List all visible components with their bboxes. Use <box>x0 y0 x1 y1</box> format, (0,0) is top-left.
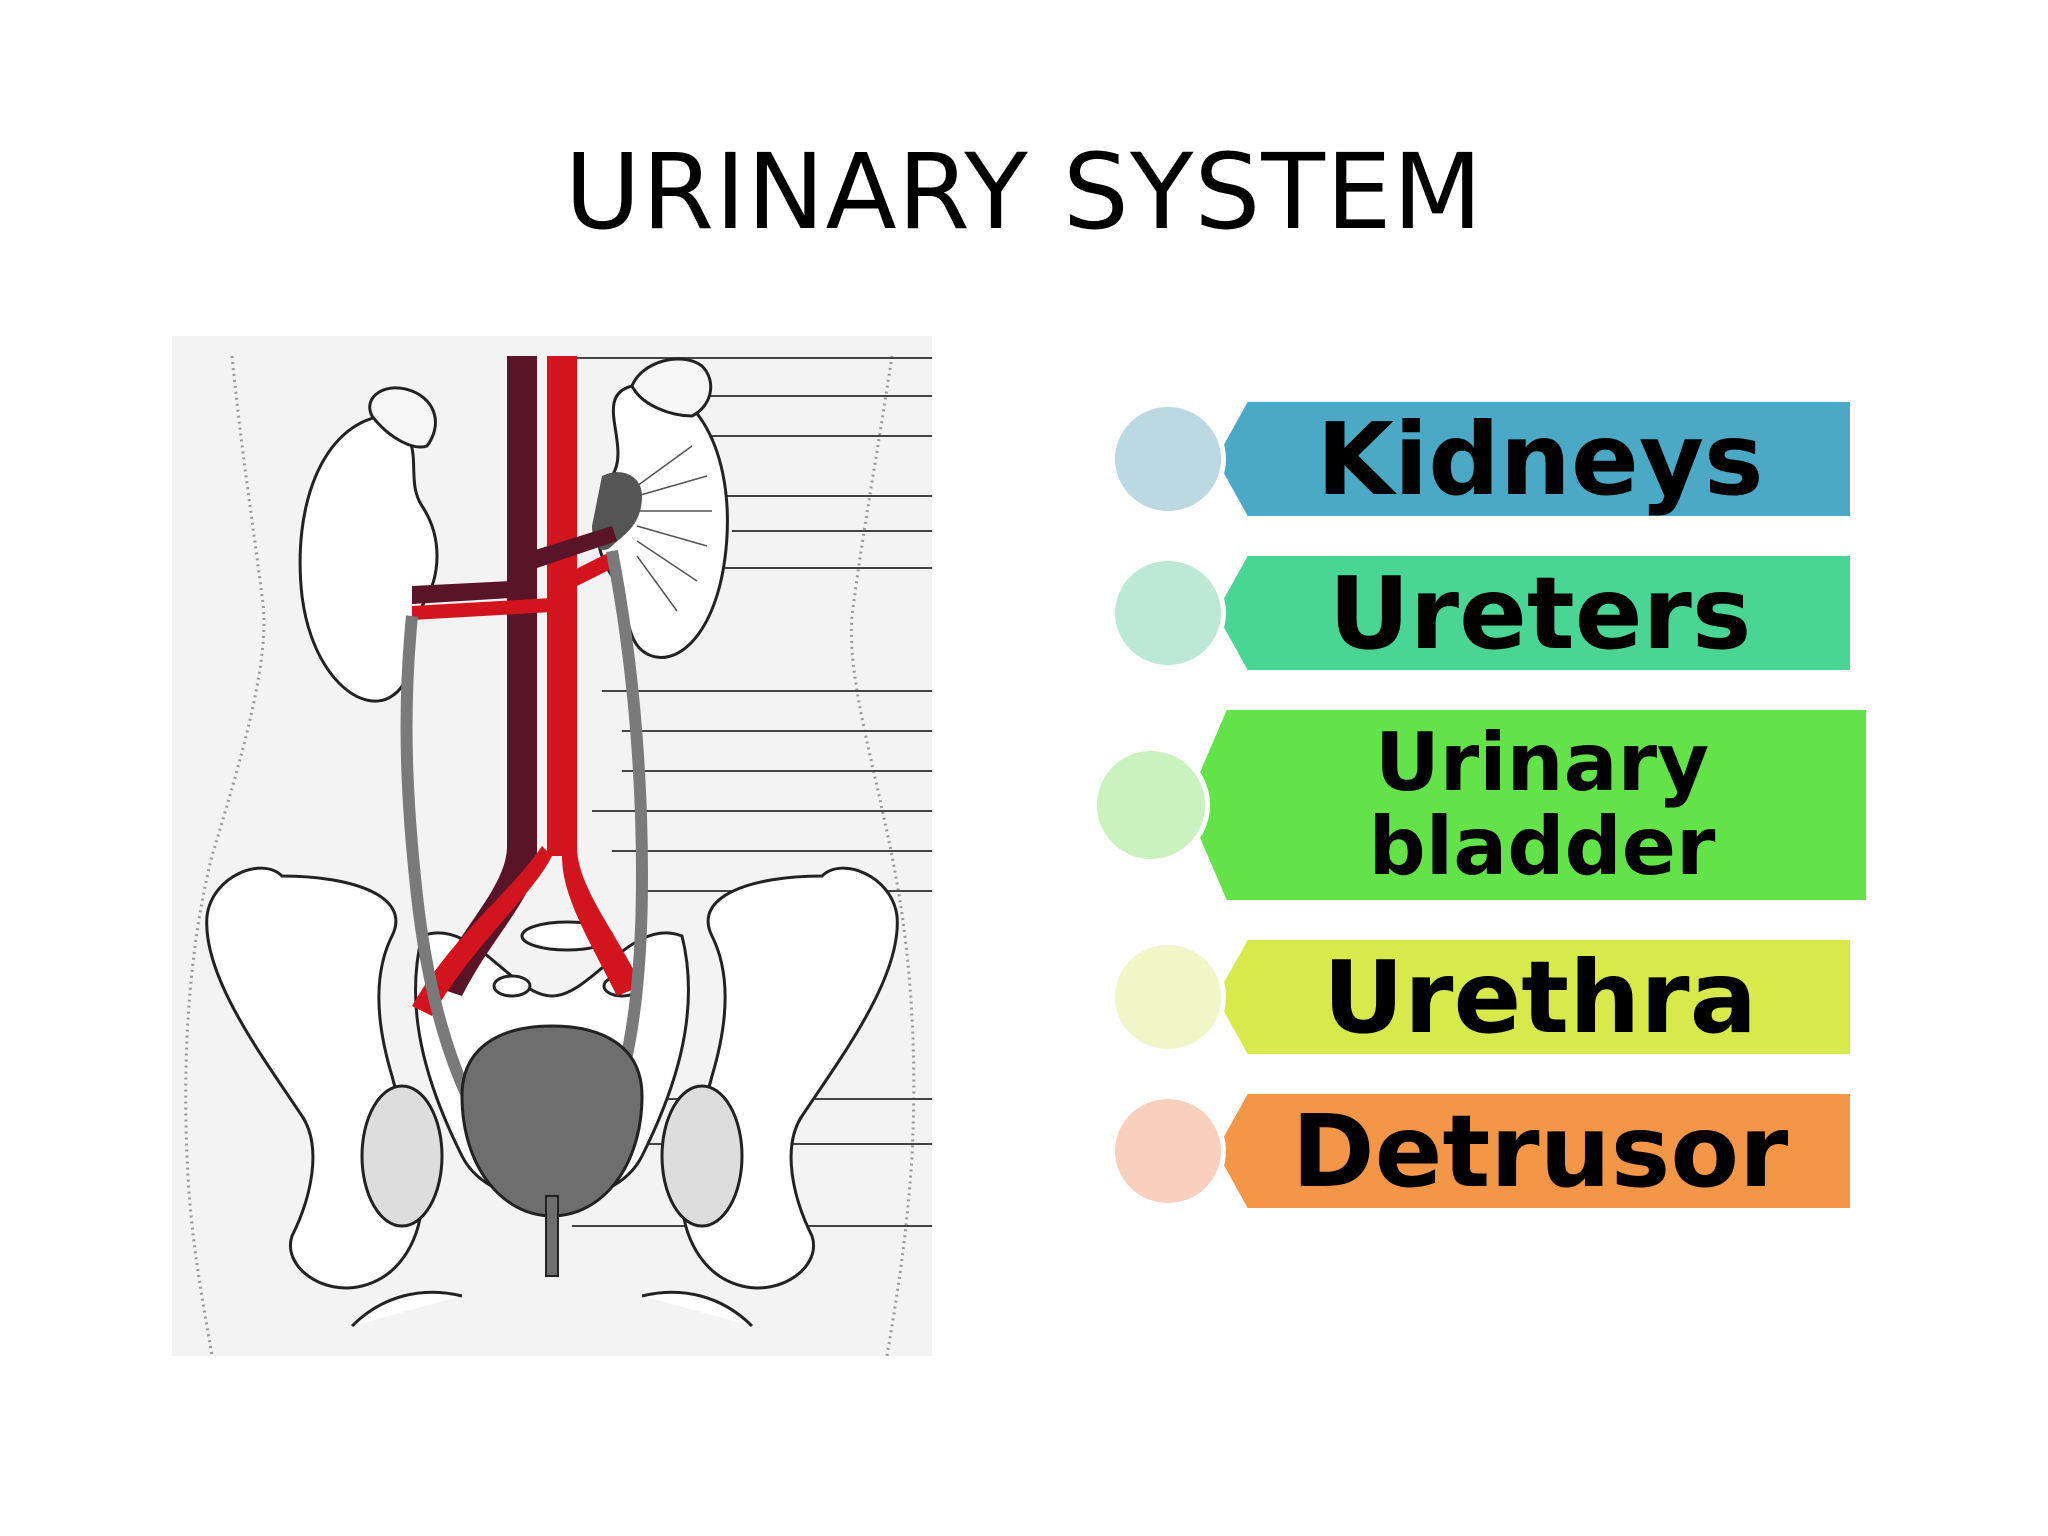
kidney-right <box>595 383 729 659</box>
ureter-left <box>400 615 478 1109</box>
legend-item-ureters: Ureters <box>1110 556 1850 670</box>
legend-item-urethra: Urethra <box>1110 940 1850 1054</box>
abdominal-aorta <box>547 356 642 996</box>
ureter-right <box>606 549 649 1109</box>
renal-vein-right <box>532 526 617 568</box>
legend-label-ureters: Ureters <box>1328 554 1752 672</box>
pelvic-foramen-left <box>492 974 532 998</box>
legend-circle-ureters <box>1110 556 1226 670</box>
renal-artery-right <box>572 551 617 586</box>
legend-item-urinary-bladder: Urinary bladder <box>1092 710 1866 900</box>
iliac-artery-left <box>412 846 552 1016</box>
urinary-bladder <box>460 1024 644 1218</box>
legend-band-urethra <box>1216 940 1850 1054</box>
legend-circle-urethra <box>1110 940 1226 1054</box>
adrenal-left <box>368 386 437 449</box>
kidneys <box>298 357 729 703</box>
adrenal-right <box>630 357 713 418</box>
legend-band-detrusor <box>1216 1094 1850 1208</box>
legend-band-urinary-bladder <box>1186 710 1866 900</box>
kidney-striations <box>636 445 712 612</box>
torso-outline <box>184 355 916 1356</box>
legend-circle-detrusor <box>1110 1094 1226 1208</box>
inferior-vena-cava <box>432 356 537 996</box>
renal-artery-left <box>412 598 552 620</box>
legend-label-kidneys: Kidneys <box>1316 400 1764 518</box>
legend-item-kidneys: Kidneys <box>1110 402 1850 516</box>
legend-label-urinary-bladder: Urinary bladder <box>1368 716 1716 893</box>
slide-title: URINARY SYSTEM <box>564 131 1484 253</box>
legend-band-ureters <box>1216 556 1850 670</box>
legend-band-kidneys <box>1216 402 1850 516</box>
urinary-system-illustration <box>172 336 932 1356</box>
urethra <box>545 1195 559 1277</box>
renal-vein-left <box>412 581 512 604</box>
legend-circle-kidneys <box>1110 402 1226 516</box>
legend-label-detrusor: Detrusor <box>1291 1092 1789 1210</box>
legend-item-detrusor: Detrusor <box>1110 1094 1850 1208</box>
legend-label-urethra: Urethra <box>1322 938 1758 1056</box>
legend-circle-urinary-bladder <box>1092 746 1210 864</box>
